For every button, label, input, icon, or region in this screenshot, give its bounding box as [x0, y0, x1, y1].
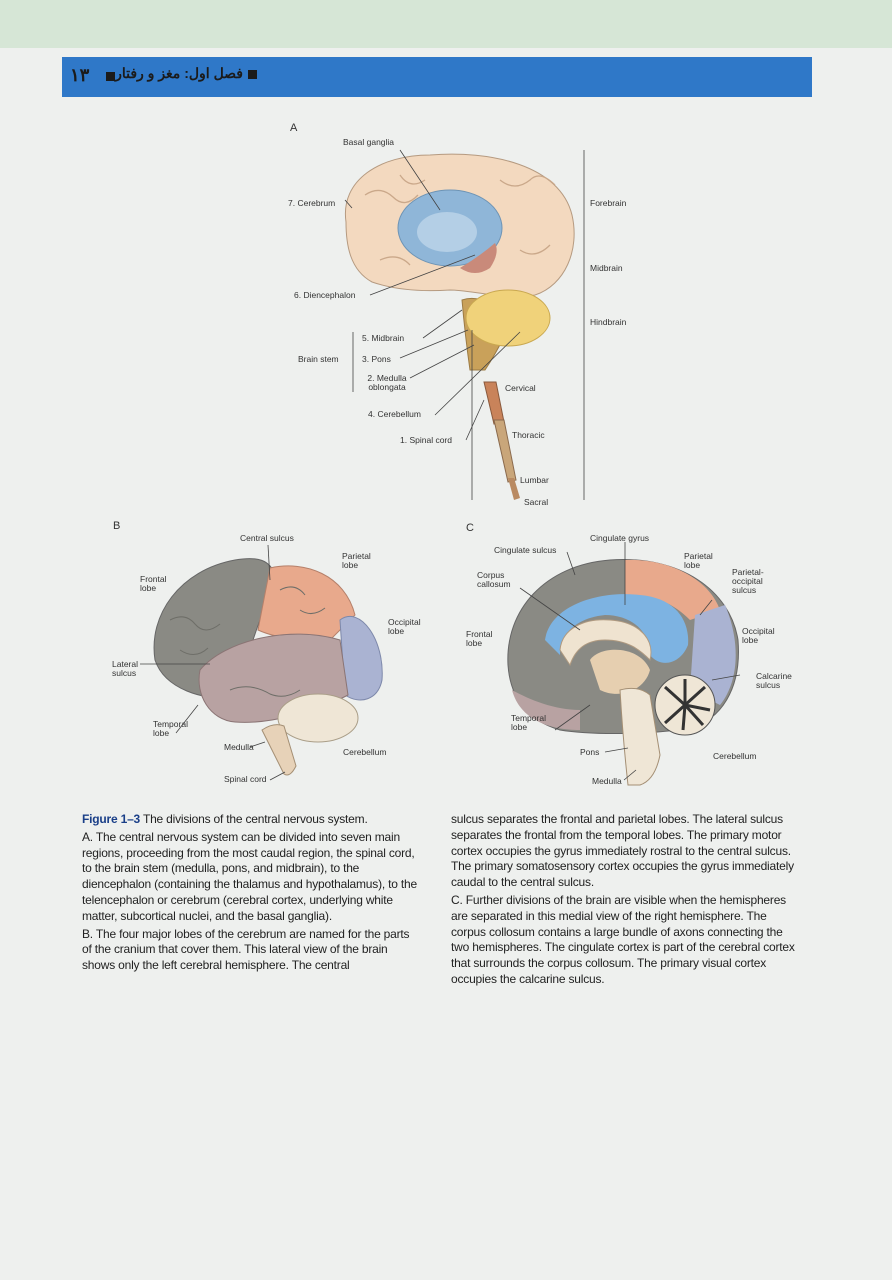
- label-parietal-lobe-c: Parietal lobe: [684, 551, 713, 570]
- caption-paragraph-a: A. The central nervous system can be div…: [82, 829, 417, 923]
- square-bullet-icon: [106, 72, 115, 81]
- label-occipital-lobe: Occipital lobe: [388, 617, 421, 636]
- cerebellum-shape: [465, 289, 551, 347]
- square-bullet-icon: [248, 69, 257, 79]
- label-medulla: Medulla: [224, 742, 254, 752]
- label-cerebellum-c: Cerebellum: [713, 751, 757, 761]
- gyri-texture: [169, 586, 326, 697]
- figure-number: Figure 1–3: [82, 812, 141, 826]
- label-cingulate-gyrus: Cingulate gyrus: [590, 533, 650, 543]
- caption-paragraph-b: B. The four major lobes of the cerebrum …: [82, 926, 410, 973]
- label-spinal-cord: 1. Spinal cord: [400, 435, 452, 445]
- label-hindbrain: Hindbrain: [590, 317, 627, 327]
- brainstem-shape: [261, 724, 297, 776]
- label-medulla-oblongata: 2. Medulla oblongata: [367, 373, 407, 392]
- label-frontal-lobe: Frontal lobe: [140, 574, 167, 593]
- arbor-vitae: [663, 679, 711, 731]
- brainstem-shape: [619, 687, 661, 786]
- panel-b-leader-lines: [140, 544, 286, 781]
- label-calcarine-sulcus: Calcarine sulcus: [756, 671, 792, 690]
- figure-caption-left: Figure 1–3 The divisions of the central …: [82, 812, 422, 976]
- occipital-lobe-shape: [339, 616, 383, 701]
- label-cerebellum: 4. Cerebellum: [368, 409, 421, 419]
- gyri-texture: [364, 174, 556, 266]
- label-cingulate-sulcus: Cingulate sulcus: [494, 545, 557, 555]
- label-brain-stem: Brain stem: [298, 354, 339, 364]
- panel-c-letter: C: [466, 522, 474, 534]
- temporal-region-shape: [512, 690, 580, 730]
- label-parietal-lobe: Parietal lobe: [342, 551, 371, 570]
- caption-title-text: The divisions of the central nervous sys…: [142, 812, 368, 826]
- diencephalon-shape: [460, 243, 497, 273]
- label-medulla-c: Medulla: [592, 776, 622, 786]
- label-spinal-cord-b: Spinal cord: [224, 774, 267, 784]
- panel-b-letter: B: [113, 520, 121, 532]
- basal-ganglia-inner: [417, 212, 477, 252]
- panel-a-letter: A: [290, 122, 298, 134]
- label-pons-c: Pons: [580, 747, 600, 757]
- label-frontal-lobe-c: Frontal lobe: [466, 629, 493, 648]
- label-midbrain-region: Midbrain: [590, 263, 623, 273]
- panel-a-drawing: [344, 149, 585, 500]
- panel-c-leader-lines: [519, 542, 741, 781]
- panel-a-leader-lines: [344, 149, 585, 500]
- label-midbrain: 5. Midbrain: [362, 333, 405, 343]
- label-cervical: Cervical: [505, 383, 536, 393]
- label-lumbar: Lumbar: [520, 475, 549, 485]
- label-diencephalon: 6. Diencephalon: [294, 290, 356, 300]
- label-pons: 3. Pons: [362, 354, 391, 364]
- figure-caption-right: sulcus separates the frontal and parieta…: [451, 812, 796, 990]
- parietal-region-shape: [625, 559, 720, 620]
- page-number: ۱۳: [70, 65, 90, 85]
- spinal-cord-thoracic: [493, 419, 517, 483]
- cingulate-band: [545, 594, 689, 663]
- label-temporal-lobe-c: Temporal lobe: [511, 713, 546, 732]
- cerebellum-shape: [277, 693, 359, 743]
- label-cerebellum-b: Cerebellum: [343, 747, 387, 757]
- label-cerebrum: 7. Cerebrum: [288, 198, 336, 208]
- panel-b-drawing: [140, 544, 383, 781]
- chapter-title-text: فصل اول: مغز و رفتار: [115, 65, 243, 81]
- label-central-sulcus: Central sulcus: [240, 533, 294, 543]
- label-corpus-callosum: Corpus callosum: [477, 570, 511, 589]
- spinal-cord-cervical: [483, 381, 505, 425]
- thalamus-shape: [590, 649, 650, 694]
- caption-paragraph-b-continued: sulcus separates the frontal and parieta…: [451, 812, 794, 890]
- corpus-callosum-shape: [559, 619, 652, 667]
- label-occipital-lobe-c: Occipital lobe: [742, 626, 775, 645]
- label-forebrain: Forebrain: [590, 198, 627, 208]
- label-temporal-lobe: Temporal lobe: [153, 719, 188, 738]
- label-basal-ganglia: Basal ganglia: [343, 137, 395, 147]
- chapter-title: فصل اول: مغز و رفتار: [115, 65, 262, 82]
- label-lateral-sulcus: Lateral sulcus: [112, 659, 138, 678]
- spinal-cord-lumbar: [508, 478, 520, 500]
- chapter-header-bar: ۱۳ فصل اول: مغز و رفتار: [62, 57, 812, 97]
- caption-paragraph-c: C. Further divisions of the brain are vi…: [451, 892, 795, 986]
- top-band: [0, 0, 892, 48]
- panel-c-drawing: [507, 542, 741, 786]
- caption-title: Figure 1–3 The divisions of the central …: [82, 812, 422, 828]
- label-thoracic: Thoracic: [512, 430, 545, 440]
- label-sacral: Sacral: [524, 497, 549, 507]
- label-parietal-occipital-sulcus: Parietal-occipital sulcus: [732, 567, 764, 595]
